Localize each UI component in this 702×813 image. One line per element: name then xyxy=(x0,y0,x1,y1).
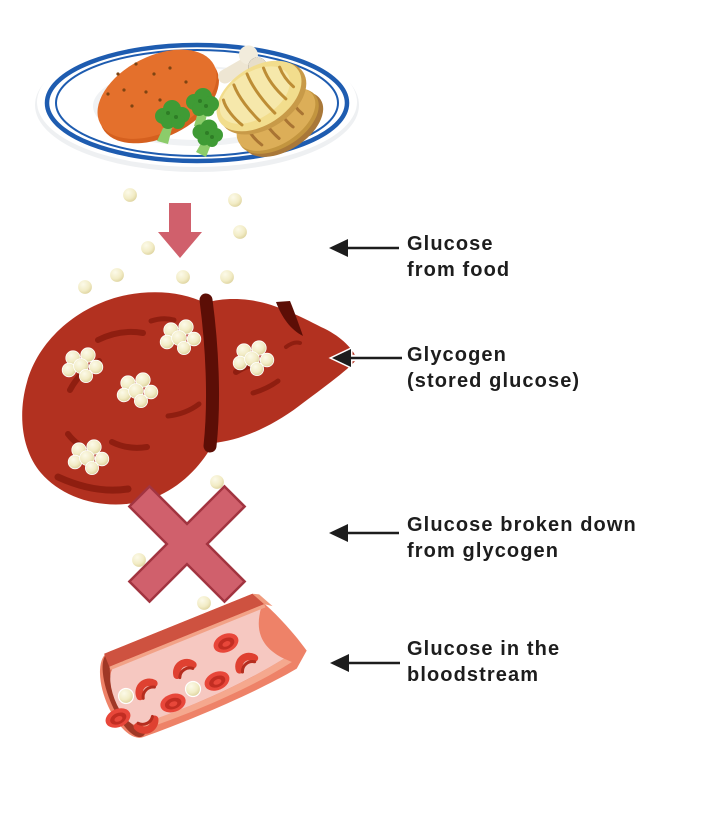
label-glucose-broken-down: Glucose broken down from glycogen xyxy=(407,512,637,564)
label-glucose-from-food: Glucose from food xyxy=(407,231,510,283)
label-line: (stored glucose) xyxy=(407,370,581,392)
arrow-glucose-bloodstream xyxy=(330,654,400,672)
arrow-glycogen xyxy=(332,349,402,367)
arrow-glucose-from-food xyxy=(329,239,399,257)
label-line: Glucose xyxy=(407,233,494,255)
broccoli-icon xyxy=(155,88,223,157)
blood-vessel-illustration xyxy=(99,593,307,738)
liver-illustration xyxy=(22,292,358,505)
down-arrow-icon xyxy=(158,203,202,258)
label-line: Glucose broken down xyxy=(407,514,637,536)
label-line: Glucose in the xyxy=(407,638,561,660)
label-line: bloodstream xyxy=(407,664,540,686)
label-glucose-in-bloodstream: Glucose in the bloodstream xyxy=(407,636,560,688)
label-line: from food xyxy=(407,259,511,281)
plate-of-food xyxy=(35,37,359,172)
bread-slices-icon xyxy=(216,60,324,157)
label-line: Glycogen xyxy=(407,344,507,366)
blocked-cross-icon xyxy=(127,484,247,604)
label-glycogen-stored-glucose: Glycogen (stored glucose) xyxy=(407,342,580,394)
label-pointer-arrows xyxy=(329,239,402,672)
arrow-glucose-broken-down xyxy=(329,524,399,542)
label-line: from glycogen xyxy=(407,540,560,562)
drumstick-speckles xyxy=(106,62,188,108)
